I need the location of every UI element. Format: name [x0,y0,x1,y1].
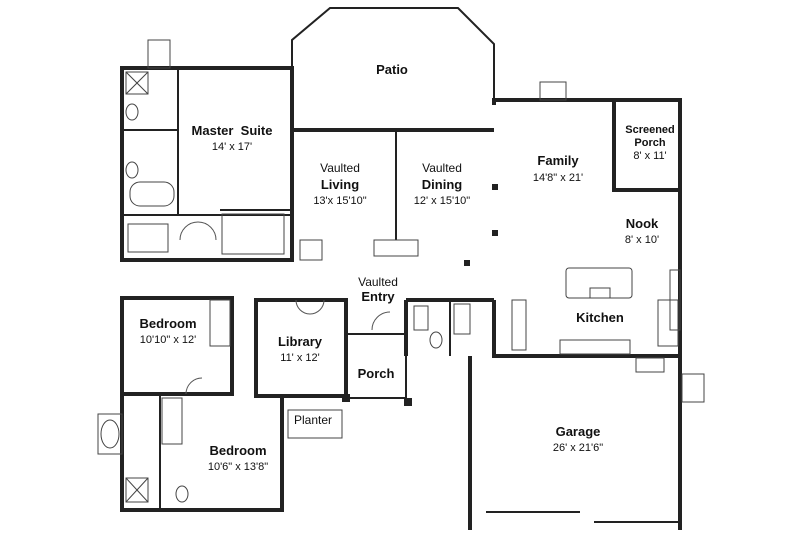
library-dimensions: 11' x 12' [280,352,319,364]
living-prefix: Vaulted [320,161,360,175]
room-labels: Patio Master Suite 14' x 17' Screened Po… [139,62,674,473]
garage-dimensions: 26' x 21'6" [553,442,603,454]
kitchen-walls [492,267,680,358]
garage-walls [468,356,705,530]
master-suite-dimensions: 14' x 17' [212,141,252,153]
garage-label: Garage [556,424,601,439]
bedroom2-walls [97,394,343,512]
planter-label: Planter [294,413,332,427]
patio-label: Patio [376,62,408,77]
entry-prefix: Vaulted [358,275,398,289]
dining-dimensions: 12' x 15'10" [414,195,471,207]
nook-dimensions: 8' x 10' [625,234,659,246]
dining-prefix: Vaulted [422,161,462,175]
kitchen-label: Kitchen [576,310,624,325]
family-label: Family [537,153,579,168]
nook-label: Nook [626,216,659,231]
entry-label: Entry [361,289,395,304]
dining-label: Dining [422,177,462,192]
living-dimensions: 13'x 15'10" [313,195,366,207]
screened-porch-dimensions: 8' x 11' [633,150,666,162]
bedroom2-dimensions: 10'6" x 13'8" [208,461,268,473]
screened-porch-label-1: Screened [625,124,675,136]
living-dining-walls [290,68,498,266]
screened-porch-label-2: Porch [634,137,665,149]
family-dimensions: 14'8" x 21' [533,172,583,184]
bedroom1-dimensions: 10'10" x 12' [140,334,196,346]
library-label: Library [278,334,323,349]
bedroom1-walls [120,296,234,396]
bedroom1-label: Bedroom [139,316,196,331]
bedroom2-label: Bedroom [209,443,266,458]
porch-label: Porch [358,366,395,381]
master-suite-label: Master Suite [192,123,273,138]
living-label: Living [321,177,359,192]
master-bath-fixtures [125,71,285,255]
porch-walls [342,333,412,406]
entry-walls [371,298,494,356]
